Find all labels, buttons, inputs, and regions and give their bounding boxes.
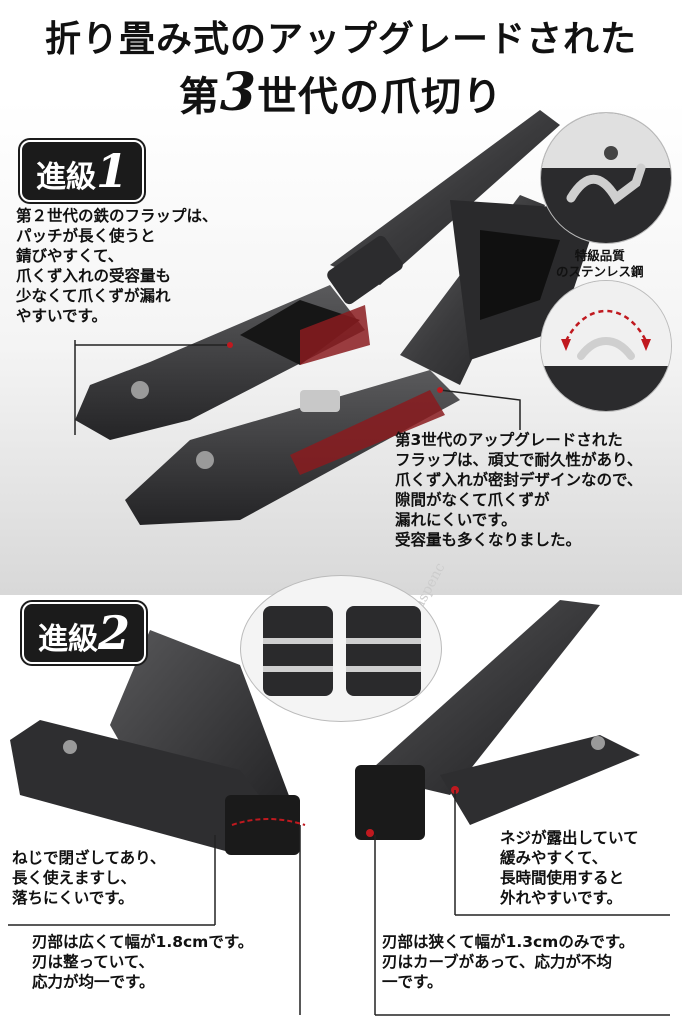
right-clipper-body — [440, 735, 640, 825]
level-1-label: 進級 — [36, 160, 96, 195]
flap-motion-drawing — [541, 281, 671, 411]
section-2-illustration — [8, 600, 670, 1016]
hinge-comparison-drawing — [263, 606, 421, 696]
screw-closed-description: ねじで閉ざしてあり、 長く使えますし、 落ちにくいです。 — [12, 849, 166, 907]
hinge-comparison-closeup — [240, 575, 442, 722]
old-clipper-hinge — [327, 235, 403, 305]
callout-line-2 — [439, 389, 521, 430]
left-clipper-jaw — [225, 795, 300, 855]
callout-dot-2 — [437, 387, 443, 393]
new-clipper-body — [125, 370, 460, 525]
steel-spring-closeup — [540, 112, 672, 244]
new-clipper-catcher-mesh — [480, 230, 560, 320]
level-2-label: 進級 — [38, 622, 98, 657]
right-clipper-lever — [365, 600, 600, 795]
level-1-number: 1 — [96, 144, 129, 198]
callout-dot-1 — [227, 342, 233, 348]
flap-motion-closeup — [540, 280, 672, 412]
title-number: 3 — [219, 62, 258, 123]
old-clipper — [75, 110, 560, 440]
left-clipper-body — [10, 720, 270, 855]
right-blade-marker — [366, 829, 374, 837]
title-line-1: 折り畳み式のアップグレードされた — [44, 18, 637, 60]
right-clipper-jaw — [355, 765, 425, 840]
old-clipper-screw — [131, 381, 149, 399]
steel-spring-closeup-drawing — [541, 113, 671, 243]
new-flap-description: 第3世代のアップグレードされた フラップは、頑丈で耐久性があり、 爪くず入れが密… — [395, 431, 643, 549]
new-clipper-spring — [300, 390, 340, 412]
old-flap-description: 第２世代の鉄のフラップは、 パッチが長く使うと 錆びやすくて、 爪くず入れの受容… — [16, 207, 218, 325]
new-clipper-screw — [196, 451, 214, 469]
left-clipper — [10, 630, 306, 855]
old-clipper-highlight-red — [300, 305, 370, 365]
title-line-2: 第3世代の爪切り — [0, 62, 682, 123]
level-2-badge: 進級2 — [22, 602, 147, 664]
right-clipper-screw — [591, 736, 605, 750]
steel-label: 特級品質 のステンレス鋼 — [556, 248, 644, 279]
wide-blade-description: 刃部は広くて幅が1.8cmです。 刃は整っていて、 応力が均一です。 — [32, 933, 254, 991]
level-2-number: 2 — [98, 606, 131, 660]
right-clipper — [355, 600, 640, 840]
title-prefix: 第 — [178, 73, 220, 120]
screw-exposed-description: ネジが露出していて 緩みやすくて、 長時間使用すると 外れやすいです。 — [500, 829, 639, 907]
new-clipper-highlight-red — [290, 390, 445, 475]
title-suffix: 世代の爪切り — [257, 73, 504, 120]
level-1-badge: 進級1 — [20, 140, 145, 202]
narrow-blade-description: 刃部は狭くて幅が1.3cmのみです。 刃はカーブがあって、応力が不均 一です。 — [382, 933, 635, 991]
left-clipper-screw — [63, 740, 77, 754]
left-blade-marker — [231, 818, 306, 826]
